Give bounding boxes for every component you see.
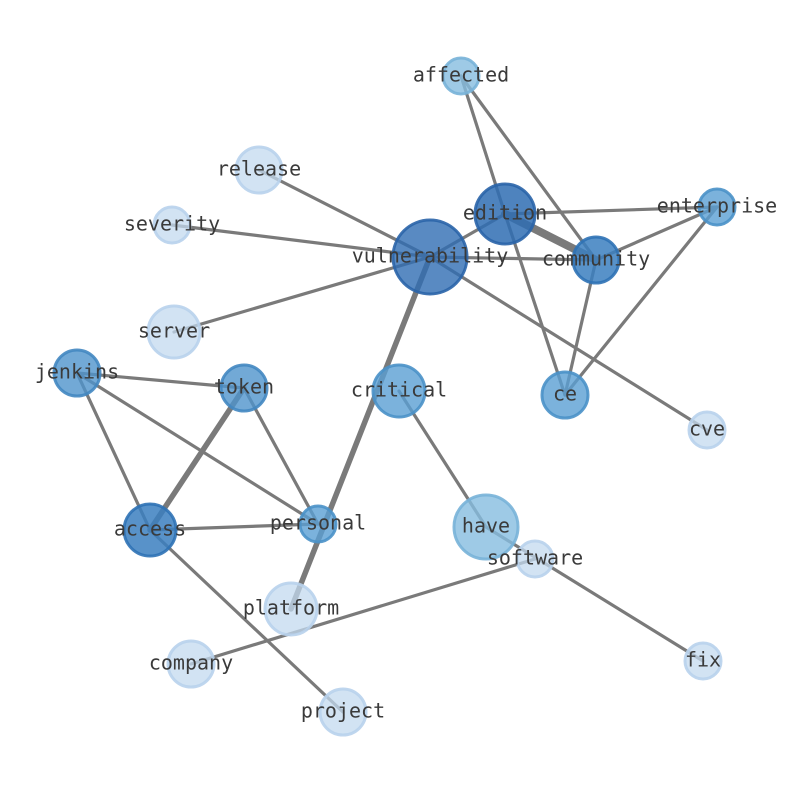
node-label-have: have xyxy=(462,514,510,538)
node-critical xyxy=(371,363,427,419)
node-vulnerability xyxy=(391,218,469,296)
node-label-token: token xyxy=(214,375,274,399)
node-label-ce: ce xyxy=(553,382,577,406)
node-fix xyxy=(683,641,723,681)
node-community xyxy=(571,235,621,285)
labels-layer: vulnerability edition community enterprise a… xyxy=(35,63,777,723)
node-company xyxy=(166,639,216,689)
node-have xyxy=(452,493,520,561)
node-jenkins xyxy=(52,348,102,398)
node-label-company: company xyxy=(149,651,233,675)
node-label-enterprise: enterprise xyxy=(657,194,777,218)
node-label-severity: severity xyxy=(124,212,220,236)
node-project xyxy=(318,687,368,737)
edge-jenkins-personal xyxy=(75,371,320,526)
node-label-vulnerability: vulnerability xyxy=(352,244,509,268)
nodes-layer xyxy=(52,56,737,737)
node-label-cve: cve xyxy=(689,417,725,441)
edge-vulnerability-severity xyxy=(170,223,432,259)
node-label-project: project xyxy=(301,699,385,723)
node-severity xyxy=(152,205,192,245)
node-label-platform: platform xyxy=(243,596,339,620)
node-release xyxy=(234,145,284,195)
node-access xyxy=(122,502,178,558)
node-label-critical: critical xyxy=(351,378,447,402)
edge-access-project xyxy=(148,528,345,714)
edge-vulnerability-cve xyxy=(428,255,709,432)
node-token xyxy=(219,363,269,413)
edge-edition-ce xyxy=(503,212,567,397)
node-software xyxy=(515,539,555,579)
edge-enterprise-ce xyxy=(563,205,719,397)
edge-vulnerability-platform xyxy=(288,254,433,612)
node-platform xyxy=(263,581,319,637)
node-personal xyxy=(298,504,338,544)
node-label-release: release xyxy=(217,157,301,181)
edge-software-company xyxy=(189,557,537,666)
edge-edition-enterprise xyxy=(503,205,719,216)
node-affected xyxy=(441,56,481,96)
node-edition xyxy=(473,182,537,246)
edge-access-personal xyxy=(148,522,320,532)
edge-jenkins-token xyxy=(75,371,246,390)
node-label-server: server xyxy=(138,319,210,343)
node-label-software: software xyxy=(487,546,583,570)
node-server xyxy=(146,304,202,360)
node-label-fix: fix xyxy=(685,648,721,672)
node-label-affected: affected xyxy=(413,63,509,87)
edge-token-access xyxy=(147,385,247,533)
node-cve xyxy=(687,410,727,450)
node-label-community: community xyxy=(542,247,650,271)
node-label-access: access xyxy=(114,517,186,541)
node-label-jenkins: jenkins xyxy=(35,360,119,384)
edge-affected-community xyxy=(459,74,598,262)
edge-token-personal xyxy=(242,386,320,526)
edge-vulnerability-server xyxy=(172,255,432,334)
edge-jenkins-access xyxy=(75,371,152,532)
node-label-personal: personal xyxy=(270,511,366,535)
node-label-edition: edition xyxy=(463,201,547,225)
node-ce xyxy=(540,370,590,420)
node-enterprise xyxy=(697,187,737,227)
